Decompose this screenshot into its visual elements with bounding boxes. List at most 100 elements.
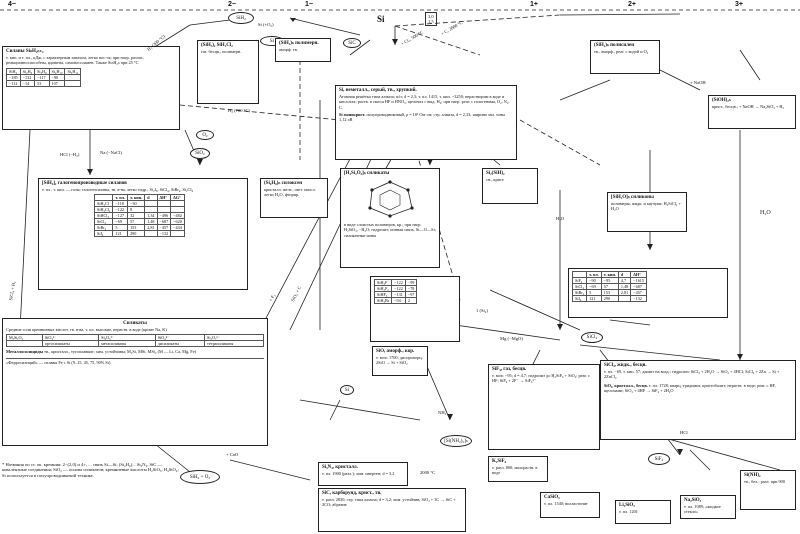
reaction-label-cao: + CaO bbox=[226, 452, 239, 457]
sif4-text: т. возг. −95; d = 4,7; гидролиз до H₂SiF… bbox=[492, 373, 590, 384]
silanes-table: SiH₄ Si₂H₆ Si₃H₈ Si₄H₁₀ Si₅H₁₂ −185 −132… bbox=[6, 67, 82, 87]
sioh-text: крист., бесцв.; + NaOH → Na₂SiO₃ + H₂ bbox=[712, 104, 784, 110]
table-cell: 121 bbox=[112, 230, 129, 238]
table-cell: SiH₂Cl₂ bbox=[93, 206, 114, 214]
sicl4-title: SiCl₄, жидк., бесцв. bbox=[604, 363, 647, 368]
sio2-block: SiO₂, кристалл., бесцв. т. пл. 1728; ква… bbox=[604, 383, 792, 393]
siloxene-text: кристалл. желт., свет. окисл. легко H₂O,… bbox=[264, 187, 316, 198]
sioh-box: (SiOH)₂ₙ крист., бесцв.; + NaOH → Na₂SiO… bbox=[708, 95, 796, 129]
silicon-nitride-box: Si₃N₄, кристалл. т. пл. 1900 (разл.); хи… bbox=[318, 462, 408, 486]
silicates-title: Силикаты bbox=[123, 321, 147, 326]
sic-oval: SiC bbox=[343, 38, 361, 48]
silicones-text: полимеры; жидк. и каучуки; H₂SiCl₂ + H₂O bbox=[611, 201, 681, 212]
li2sio3-title: Li₂SiO₃ bbox=[619, 503, 635, 508]
table-cell bbox=[64, 79, 82, 87]
silicones-title: [SiH₂O]ₙ силиконы bbox=[611, 195, 654, 200]
silicon-nitride-title: Si₃N₄, кристалл. bbox=[322, 465, 358, 470]
silicates-layer-box: [H₂Si₂O₅]ₙ силикаты в виде слоистых поли… bbox=[340, 168, 440, 268]
table-cell bbox=[144, 230, 158, 238]
table-cell: 290 bbox=[600, 295, 619, 302]
silicates-box: Силикаты Средние соли кремниевых кислот,… bbox=[2, 318, 268, 446]
metal-silicides-title: Металлосилициды bbox=[6, 349, 43, 355]
reaction-label-hcl: HCl (−H₂) bbox=[60, 152, 80, 157]
table-cell: SiI₄ bbox=[93, 230, 114, 238]
k2sif6-text: т. разл. 800; малораств. в воде bbox=[492, 465, 538, 476]
silanes-title: Силаны SiₙH₂ₙ₊₂ bbox=[6, 49, 44, 54]
reaction-label-h2-700: H₂ (700 °C) bbox=[228, 108, 251, 113]
si-small-oval: Si bbox=[340, 385, 354, 395]
reaction-label-nh3: NH₃ bbox=[438, 410, 447, 415]
sih-substituted-text: газ. бесцв., полимерн. bbox=[201, 49, 242, 55]
sih4-o2-oval: SiH₄ + O₂ bbox=[180, 470, 220, 484]
silanes-box: Силаны SiₙH₂ₙ₊₂ т. кип. и т. пл., кДж, с… bbox=[2, 46, 180, 130]
reaction-label-hcl-2: HCl bbox=[680, 430, 688, 435]
halosilanes-box: [SiH₄]₂ галогенопроизводные силанов т. п… bbox=[38, 178, 248, 290]
sih-substituted-title: (SiH₃)₂ SiH₂Cl₂ bbox=[201, 43, 233, 48]
table-cell: Si₃H₈ bbox=[34, 67, 50, 75]
silicate-ring-structure bbox=[368, 180, 414, 218]
sisi-title: Si₂(SiH)₂ bbox=[486, 171, 505, 176]
k2sif6-box: K₂SiF₆ т. разл. 800; малораств. в воде bbox=[488, 456, 548, 482]
sicl4-oval: SiCl₄ bbox=[581, 332, 603, 343]
casio3-text: т. пл. 1540; волластонит bbox=[544, 501, 588, 507]
nsi-oval: [Si(NH₂)₂]ₙ bbox=[440, 435, 472, 447]
na2sio3-box: Na₂SiO₃ т. пл. 1089; «жидкое стекло» bbox=[680, 495, 736, 519]
center-element-info: 3,0 1,5 bbox=[425, 12, 437, 26]
disilane-text: т. возг. 1700; диспропорц. 2SiO → Si + S… bbox=[376, 355, 423, 366]
casio3-title: CaSiO₃ bbox=[544, 495, 560, 500]
table-cell: дисиликаты bbox=[154, 340, 206, 348]
disilane-title: SiO, аморф., кор. bbox=[376, 349, 415, 354]
sioh-title: (SiOH)₂ₙ bbox=[712, 98, 731, 103]
table-cell: ортосиликаты bbox=[41, 340, 100, 348]
halosilanes-text: т. пл., т. кип. — газы; галогенсиланы, т… bbox=[42, 187, 194, 193]
metal-silicides-block: Металлосилициды тв., кристалл., тугоплав… bbox=[6, 349, 264, 354]
silanes-description: т. кип. и т. пл., кДж, с характерным зап… bbox=[6, 55, 145, 66]
table-cell: 107 bbox=[48, 79, 66, 87]
reaction-label-si2: 1 (Si₂) bbox=[476, 308, 488, 313]
table-cell bbox=[6, 340, 43, 348]
li2sio3-box: Li₂SiO₃ т. пл. 1201 bbox=[615, 500, 671, 524]
table-cell: 121 bbox=[586, 295, 602, 302]
na2sio3-title: Na₂SiO₃ bbox=[684, 498, 702, 503]
table-cell: −94 bbox=[391, 297, 406, 304]
table-cell bbox=[617, 295, 632, 302]
siha-text: аморф. тв. bbox=[279, 47, 298, 53]
sisi-box: Si₂(SiH)₂ сн., крист. bbox=[482, 168, 538, 204]
silicon-main-text: Атомная решётка типа алмаза; п/п; d = 2,… bbox=[339, 94, 510, 110]
sisi-text: сн., крист. bbox=[486, 177, 505, 183]
sih4-oval: SiH₄ bbox=[228, 12, 254, 24]
li2sio3-text: т. пл. 1201 bbox=[619, 509, 638, 515]
silicates-table: MₓSiᵧO₂ SiO₃²⁻ Si₂O₅²⁻ SiO₄⁴⁻ Si₂O₇⁶⁻ ор… bbox=[6, 334, 264, 348]
center-element: Si bbox=[377, 14, 385, 24]
sicl4-box: SiCl₄, жидк., бесцв. т. пл. −69, т. кип.… bbox=[600, 360, 796, 440]
silicates-layer-title: [H₂Si₂O₅]ₙ силикаты bbox=[344, 171, 390, 176]
casio3-box: CaSiO₃ т. пл. 1540; волластонит bbox=[540, 492, 600, 518]
silicon-carbide-title: SiC, карборунд, крист., тв. bbox=[322, 491, 382, 496]
scale-label-1-plus: 1+ bbox=[530, 1, 538, 8]
k2sif6-title: K₂SiF₆ bbox=[492, 459, 507, 464]
table-cell: −132 bbox=[156, 230, 172, 238]
table-cell: −14 bbox=[19, 79, 36, 87]
reaction-label-na: Na (−NaCl) bbox=[100, 150, 122, 155]
silicon-main-box: Si, неметалл., серый, тв., хрупкий. Атом… bbox=[335, 85, 517, 160]
scale-label-2-plus: 2+ bbox=[628, 1, 636, 8]
table-cell bbox=[170, 230, 185, 238]
sinh-box: Si(NH)₂ тв., бел.; разл. при 900 bbox=[740, 470, 796, 510]
table-cell: 290 bbox=[127, 230, 146, 238]
table-cell: метасиликаты bbox=[98, 340, 156, 348]
reaction-label-mg: Mg (−MgO) bbox=[500, 336, 523, 341]
sio2-title: SiO₂, кристалл., бесцв. bbox=[604, 382, 648, 388]
table-row: ортосиликаты метасиликаты дисиликаты тет… bbox=[6, 340, 264, 348]
table-row: −112 −14 53 107 bbox=[6, 79, 82, 87]
scale-label-3-plus: 3+ bbox=[735, 1, 743, 8]
silicon-nitride-text: т. пл. 1900 (разл.); хим. инертен; d = 3… bbox=[322, 471, 395, 477]
sicl4-text: т. пл. −69, т. кип. 57; дымит на возд.; … bbox=[604, 369, 780, 380]
